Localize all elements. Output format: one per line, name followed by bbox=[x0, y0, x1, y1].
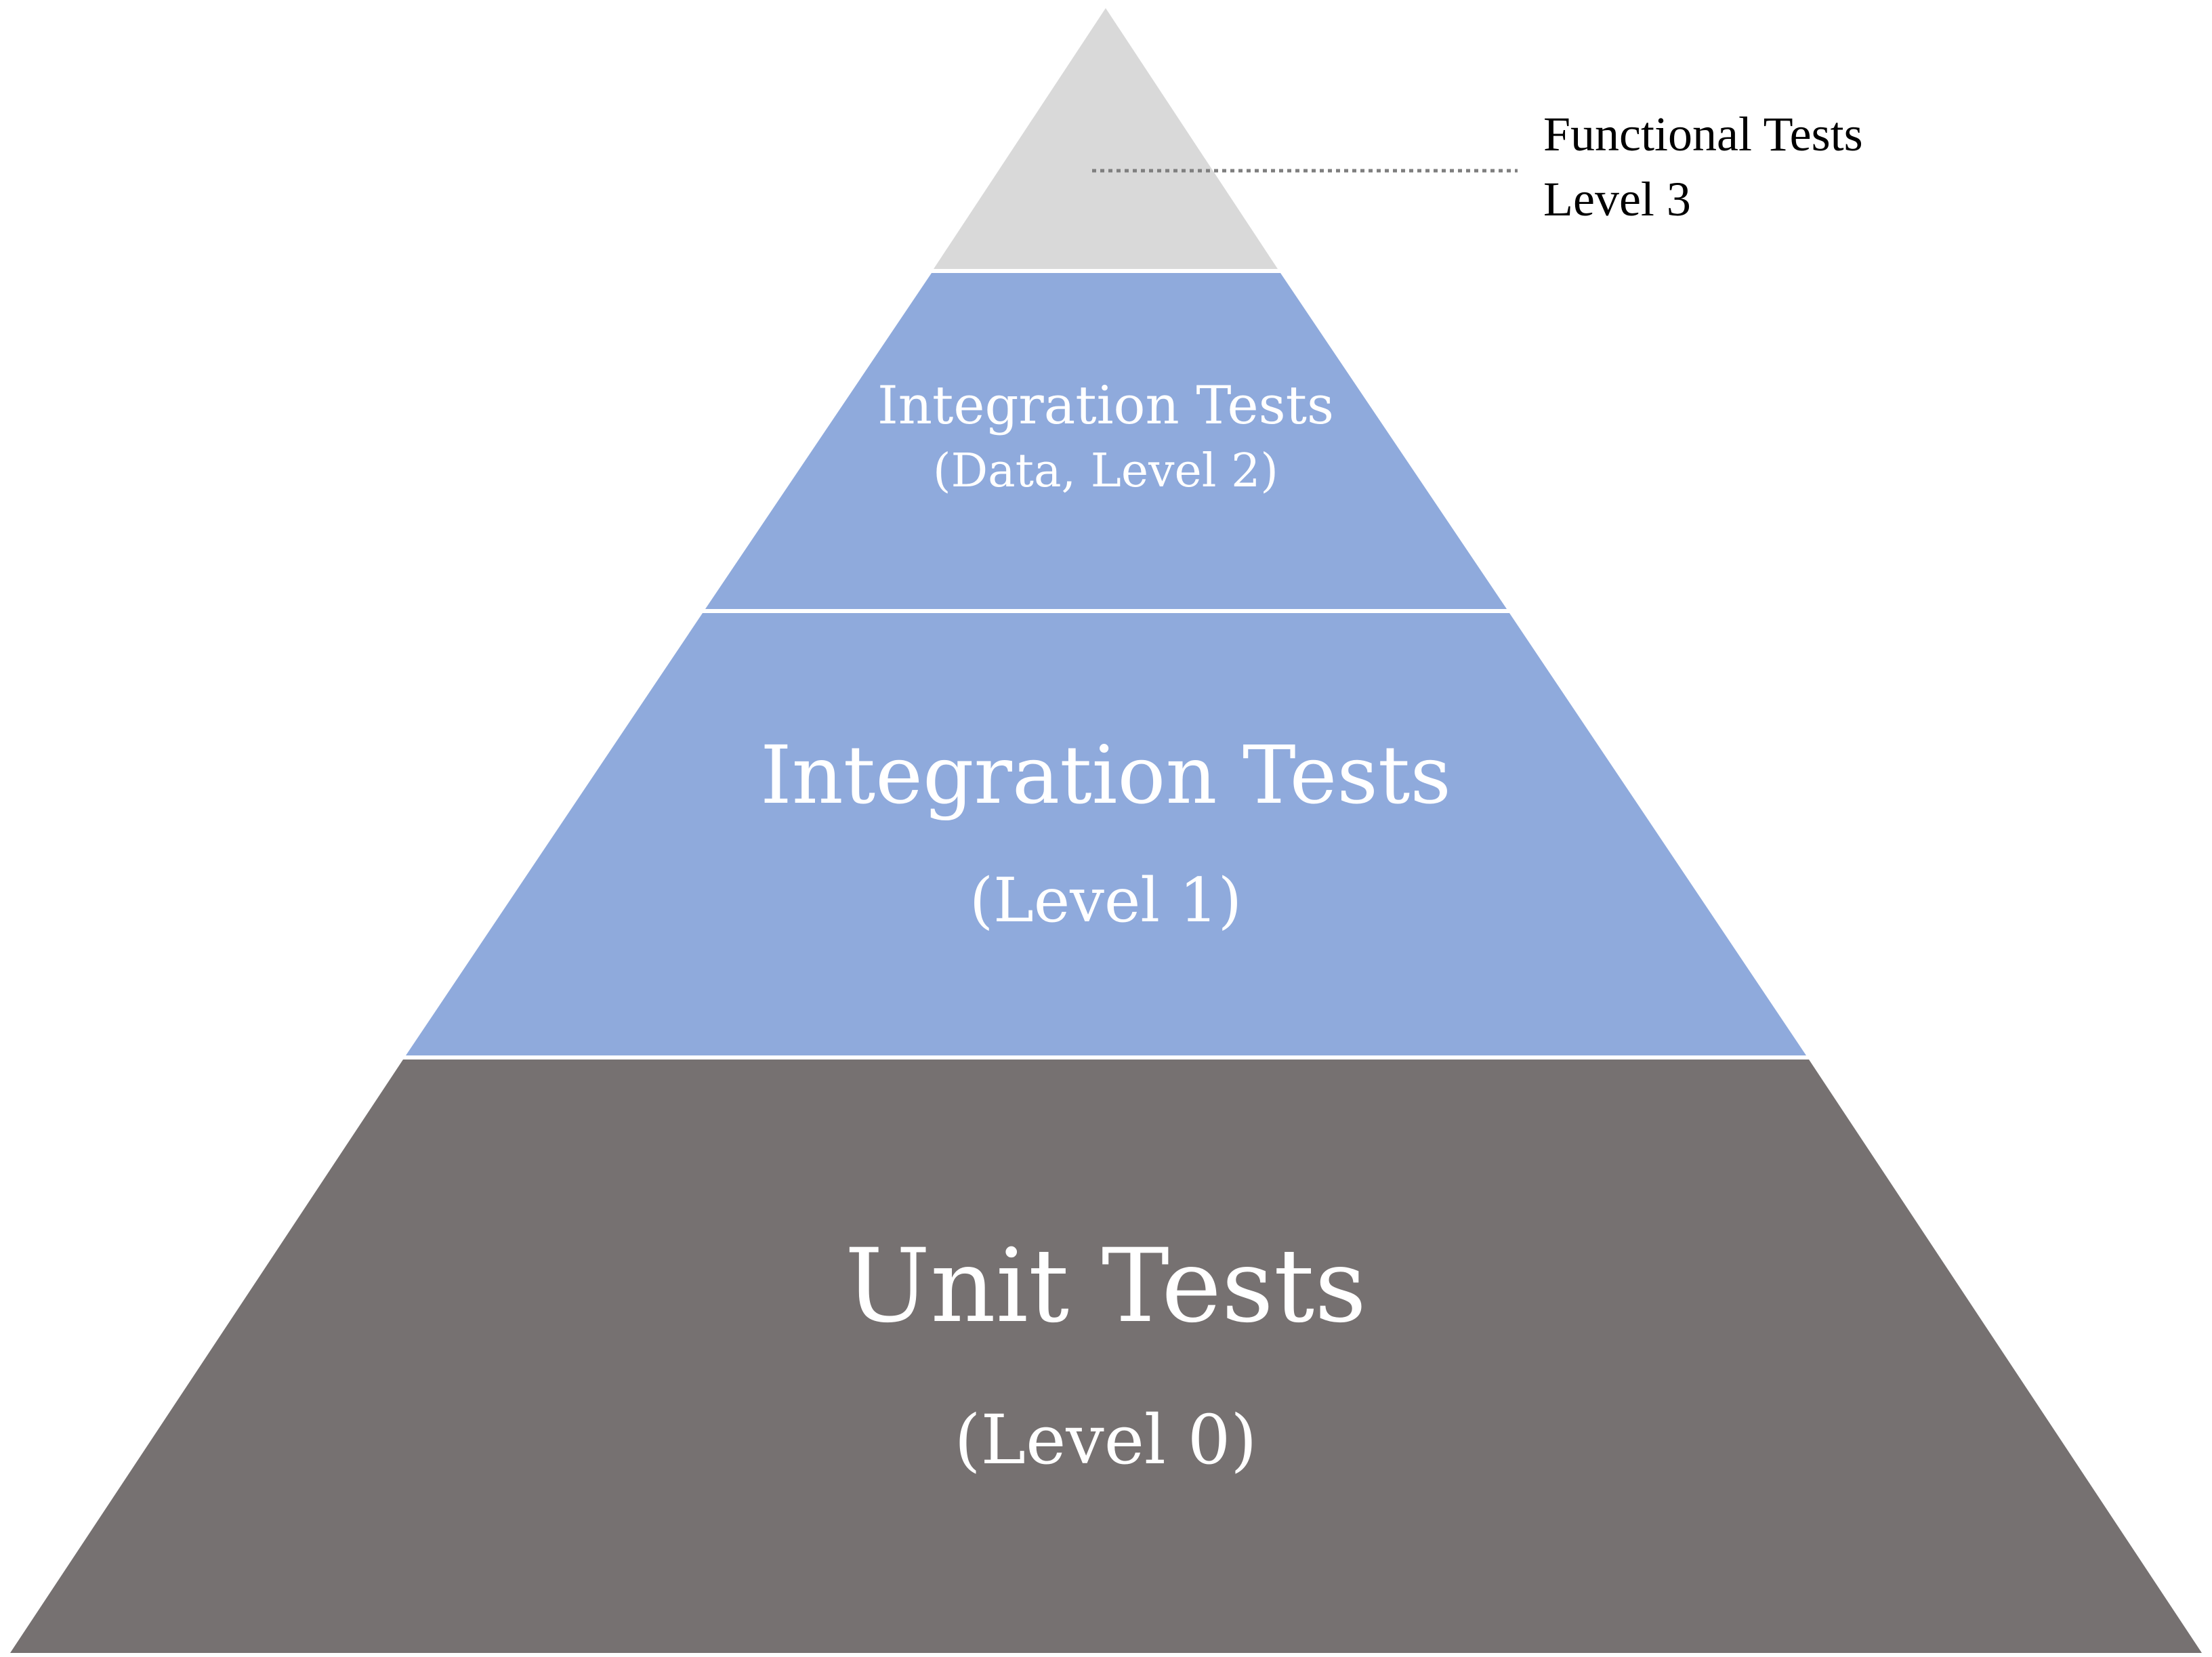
pyramid-layer-level3 bbox=[934, 8, 1278, 269]
pyramid-layer-level1 bbox=[406, 613, 1806, 1055]
pyramid-layer-level0 bbox=[10, 1060, 2202, 1653]
level0-sublabel: (Level 0) bbox=[955, 1400, 1257, 1480]
level3-sublabel: Level 3 bbox=[1543, 172, 1691, 226]
pyramid-layer-level2 bbox=[705, 273, 1507, 609]
level3-title: Functional Tests bbox=[1543, 107, 1863, 161]
level2-sublabel: (Data, Level 2) bbox=[933, 444, 1278, 498]
level0-title: Unit Tests bbox=[845, 1228, 1366, 1345]
level1-sublabel: (Level 1) bbox=[969, 865, 1242, 936]
level2-title: Integration Tests bbox=[877, 375, 1334, 436]
level1-title: Integration Tests bbox=[760, 728, 1451, 822]
